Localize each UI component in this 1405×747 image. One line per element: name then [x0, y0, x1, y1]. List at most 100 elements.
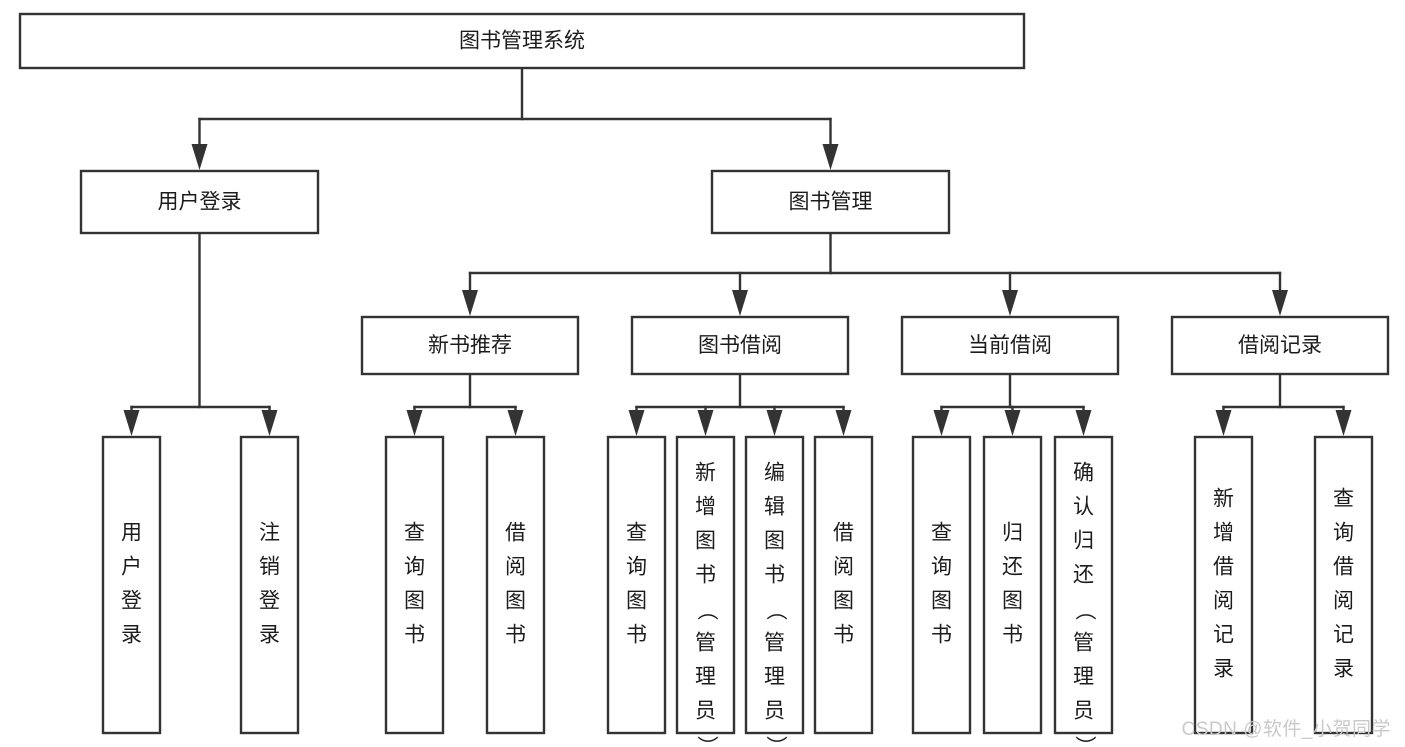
node-box-borrow-record[interactable] [1170, 315, 1390, 376]
node-new-book-rec[interactable]: 新书推荐 [360, 315, 580, 376]
node-box-leaf-logout[interactable] [239, 435, 300, 735]
connector-group-user-login [123, 231, 278, 436]
arrowhead-icon [1004, 410, 1021, 436]
node-book-manage[interactable]: 图书管理 [710, 169, 951, 235]
node-box-leaf-return-book[interactable] [982, 435, 1043, 735]
node-label-char: 图 [626, 590, 647, 613]
node-book-borrow[interactable]: 图书借阅 [630, 315, 850, 376]
node-label-char: 管 [695, 632, 716, 655]
node-label-char: 员 [1073, 700, 1094, 723]
node-label-char: 阅 [505, 556, 526, 579]
node-box-current-borrow[interactable] [900, 315, 1120, 376]
node-label-char: 理 [764, 666, 785, 689]
arrowhead-icon [697, 410, 714, 436]
node-label-char: 归 [1073, 530, 1094, 553]
node-label-char: 用 [121, 522, 142, 545]
node-label-char: 录 [1333, 658, 1354, 681]
node-label-char: 图 [404, 590, 425, 613]
node-leaf-logout[interactable]: 注销登录注销登录 [239, 0, 334, 735]
node-label-char: 编 [764, 462, 785, 485]
node-box-new-book-rec[interactable] [360, 315, 580, 376]
arrowhead-icon [507, 410, 524, 436]
node-label-char: 录 [121, 624, 142, 647]
node-label-char: 确 [1073, 462, 1094, 485]
node-box-root[interactable] [18, 12, 1026, 70]
node-box-leaf-confirm-return[interactable] [1053, 435, 1114, 735]
connector-group-book-manage [462, 231, 1288, 316]
node-label-char: 询 [404, 556, 425, 579]
arrowhead-icon [933, 410, 950, 436]
node-label-char: 书 [626, 624, 647, 647]
node-user-login[interactable]: 用户登录 [79, 169, 320, 235]
node-label-char: 新 [1213, 488, 1234, 511]
node-box-leaf-query-record[interactable] [1313, 435, 1374, 735]
node-label-char: 询 [626, 556, 647, 579]
node-label-char: 借 [1213, 556, 1234, 579]
node-box-leaf-add-record[interactable] [1193, 435, 1254, 735]
node-leaf-query-book-3[interactable]: 查询图书查询图书 [911, 0, 1006, 735]
connector-group-borrow-record [1215, 372, 1352, 436]
node-label-char: 员 [764, 700, 785, 723]
node-current-borrow[interactable]: 当前借阅 [900, 315, 1120, 376]
node-leaf-query-book-1[interactable]: 查询图书查询图书 [384, 0, 479, 735]
connector-group-new-book-rec [406, 372, 524, 436]
node-root[interactable]: 图书管理系统 [18, 12, 1026, 70]
node-label-char: 录 [259, 624, 280, 647]
node-leaf-return-book[interactable]: 归还图书归还图书 [982, 0, 1077, 735]
node-label-char: 书 [1002, 624, 1023, 647]
node-label-char: 书 [404, 624, 425, 647]
node-label-char: 书 [931, 624, 952, 647]
node-box-leaf-edit-book[interactable] [744, 435, 805, 735]
node-label-book-borrow: 图书借阅 [698, 334, 782, 357]
node-box-leaf-add-book[interactable] [675, 435, 736, 735]
node-borrow-record[interactable]: 借阅记录 [1170, 315, 1390, 376]
node-label-char: 查 [1333, 488, 1354, 511]
node-label-char: 图 [931, 590, 952, 613]
node-label-char: 理 [695, 666, 716, 689]
node-box-leaf-borrow-book-1[interactable] [485, 435, 546, 735]
arrowhead-icon [462, 290, 478, 316]
node-box-leaf-query-book-3[interactable] [911, 435, 972, 735]
node-label-char: 图 [505, 590, 526, 613]
connector-group-book-borrow [628, 372, 852, 436]
node-label-char: 管 [764, 632, 785, 655]
node-label-char: 图 [695, 530, 716, 553]
node-label-char: 阅 [1213, 590, 1234, 613]
node-label-char: 辑 [764, 496, 785, 519]
node-label-char: 认 [1073, 496, 1094, 519]
node-label-char: 销 [259, 556, 280, 579]
node-box-leaf-borrow-book-2[interactable] [813, 435, 874, 735]
node-box-book-borrow[interactable] [630, 315, 850, 376]
node-box-user-login[interactable] [79, 169, 320, 235]
node-leaf-user-login[interactable]: 用户登录用户登录 [101, 0, 196, 735]
node-label-char: 录 [1213, 658, 1234, 681]
node-label-book-manage: 图书管理 [789, 191, 873, 214]
node-label-char: 书 [833, 624, 854, 647]
node-leaf-borrow-book-1[interactable]: 借阅图书借阅图书 [485, 0, 580, 735]
node-leaf-add-record[interactable]: 新增借阅记录新增借阅记录 [1193, 0, 1320, 735]
node-label-char: 借 [505, 522, 526, 545]
node-box-book-manage[interactable] [710, 169, 951, 235]
node-leaf-query-book-2[interactable]: 查询图书查询图书 [606, 0, 701, 735]
node-label-char: 阅 [1333, 590, 1354, 613]
node-box-leaf-query-book-2[interactable] [606, 435, 667, 735]
node-label-char: 查 [626, 522, 647, 545]
node-label-char: 图 [764, 530, 785, 553]
arrowhead-icon [1215, 410, 1232, 436]
arrowhead-icon [1075, 410, 1092, 436]
node-label-new-book-rec: 新书推荐 [428, 334, 512, 357]
arrowhead-icon [1272, 290, 1288, 316]
node-label-char: 记 [1213, 624, 1234, 647]
arrowhead-icon [123, 410, 140, 436]
node-label-char: 增 [1213, 522, 1234, 545]
node-label-char: （ [1073, 600, 1096, 621]
node-box-leaf-query-book-1[interactable] [384, 435, 445, 735]
node-leaf-borrow-book-2[interactable]: 借阅图书借阅图书 [813, 0, 908, 735]
arrowhead-icon [628, 410, 645, 436]
node-box-leaf-user-login[interactable] [101, 435, 162, 735]
node-leaf-query-record[interactable]: 查询借阅记录查询借阅记录 [1313, 0, 1405, 735]
